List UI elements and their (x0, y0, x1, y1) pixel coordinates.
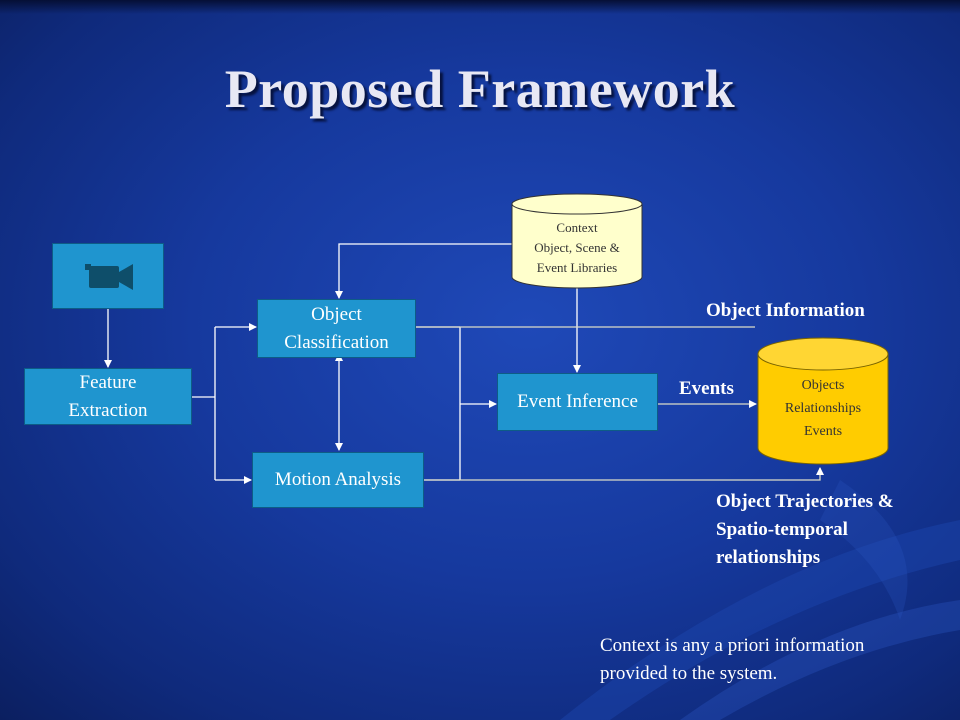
trajectories-line-3: relationships (716, 547, 821, 568)
context-db-line-2: Object, Scene & (534, 240, 620, 255)
events-label: Events (679, 378, 734, 399)
output-database (757, 337, 889, 465)
output-database-text: Objects Relationships Events (757, 374, 889, 443)
trajectories-label: Object Trajectories & Spatio-temporal re… (716, 488, 894, 572)
object-classification-box: Object Classification (257, 299, 416, 358)
context-db-line-3: Event Libraries (536, 260, 618, 275)
context-note: Context is any a priori information prov… (600, 632, 950, 688)
event-inference-box: Event Inference (497, 373, 658, 431)
feature-extraction-box: Feature Extraction (24, 368, 192, 425)
output-db-line-2: Relationships (784, 401, 862, 416)
context-database (511, 193, 643, 289)
context-note-line-1: Context is any a priori information (600, 635, 865, 656)
video-camera-icon (85, 264, 133, 290)
output-db-line-3: Events (803, 424, 843, 439)
context-note-line-2: provided to the system. (600, 663, 778, 684)
trajectories-arrow (424, 467, 824, 481)
camera-source (52, 243, 164, 309)
context-database-text: Context Object, Scene & Event Libraries (511, 218, 643, 278)
top-band (0, 0, 960, 14)
output-db-line-1: Objects (801, 378, 845, 393)
context-db-line-1: Context (556, 220, 598, 235)
motion-analysis-box: Motion Analysis (252, 452, 424, 508)
object-information-label: Object Information (706, 300, 865, 321)
context-to-classification-arrow (335, 243, 512, 299)
slide-title: Proposed Framework (224, 59, 736, 119)
trajectories-line-2: Spatio-temporal (716, 519, 848, 540)
trajectories-line-1: Object Trajectories & (716, 491, 894, 512)
